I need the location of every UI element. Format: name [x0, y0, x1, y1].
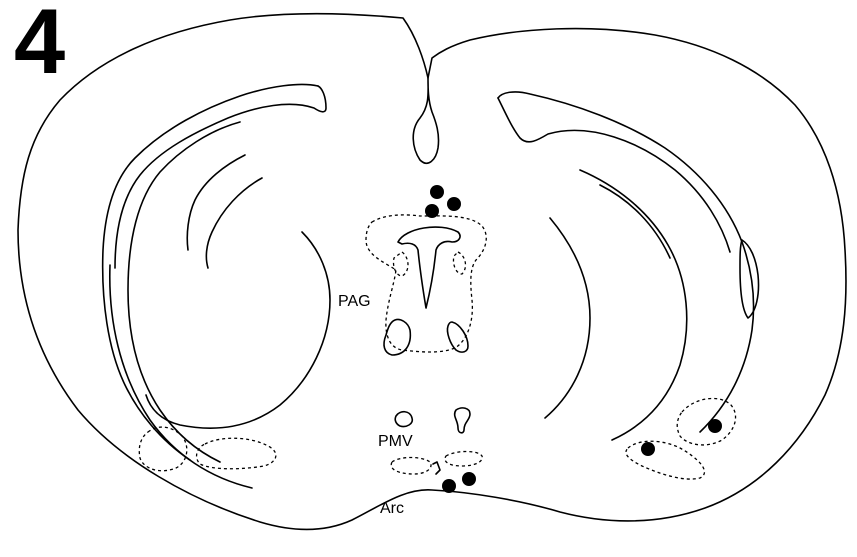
arc-dashed-right [445, 452, 482, 467]
pag-right-subregion [453, 252, 465, 274]
marker-dot [447, 197, 461, 211]
marker-dot [430, 185, 444, 199]
marker-dot [708, 419, 722, 433]
right-hippocampus-body [545, 218, 590, 418]
right-hippocampus-outer [580, 170, 687, 440]
marker-dot [641, 442, 655, 456]
brain-outline [18, 14, 846, 530]
pmv-structure-right [455, 408, 470, 433]
left-hippocampus-inner [206, 178, 262, 268]
label-arc: Arc [380, 500, 404, 517]
left-ventricle-tip [115, 86, 326, 268]
left-dorsal-ventricle [103, 84, 318, 460]
arc-small-tick [433, 462, 440, 474]
right-dorsal-ventricle [498, 92, 754, 432]
left-ventral-dashed-2 [197, 438, 276, 469]
right-hippocampus-inner [600, 185, 670, 258]
marker-dot [442, 479, 456, 493]
aqueduct [398, 227, 460, 308]
figure-number: 4 [14, 0, 65, 88]
right-lateral-bulge [740, 240, 759, 318]
label-pmv: PMV [378, 433, 413, 450]
label-pag: PAG [338, 293, 371, 310]
pag-dashed-outline [366, 215, 486, 352]
marker-dot [425, 204, 439, 218]
arc-dashed-left [391, 458, 431, 475]
left-lower-contour [110, 265, 252, 488]
left-hippocampus-body [146, 232, 330, 428]
midline-fissure [413, 78, 438, 163]
pmv-structure-left [395, 412, 412, 427]
marker-dot [462, 472, 476, 486]
left-hippocampus-mid [187, 155, 245, 250]
right-ventral-dashed-2 [626, 441, 705, 479]
right-ventral-dashed-1 [677, 398, 735, 444]
